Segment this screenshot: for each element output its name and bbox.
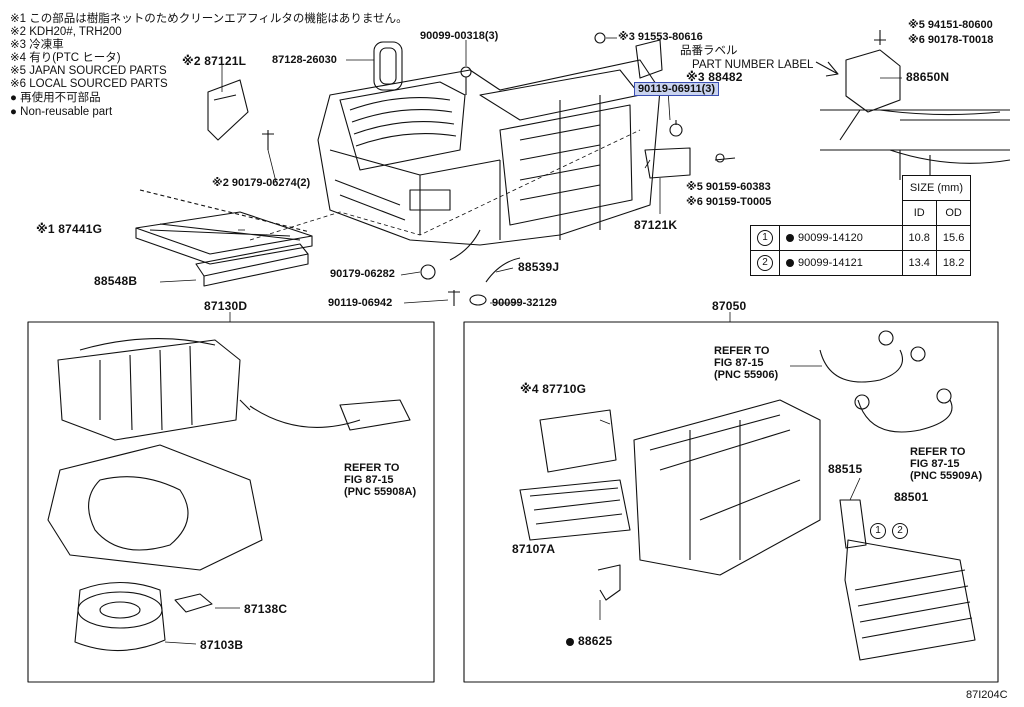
refer-55908a-line1: REFER TO <box>344 462 400 474</box>
note-4: ※4 有り(PTC ヒータ) <box>10 52 121 64</box>
part-88625-label[interactable]: 88625 <box>566 634 612 648</box>
note-2: ※2 KDH20#, TRH200 <box>10 26 122 38</box>
part-90179-06282-label[interactable]: 90179-06282 <box>330 268 395 280</box>
part-87103b-label[interactable]: 87103B <box>200 638 244 652</box>
size-row-od: 15.6 <box>935 225 972 251</box>
part-90119-06911-label[interactable]: 90119-06911(3) <box>634 82 720 96</box>
circle-1-text: 1 <box>870 523 886 539</box>
part-88539j-label[interactable]: 88539J <box>518 260 560 274</box>
part-90159-60383-label[interactable]: ※5 90159-60383 <box>686 181 771 193</box>
part-90119-06942-label[interactable]: 90119-06942 <box>328 297 393 309</box>
figure-code: 87I204C <box>966 689 1008 701</box>
hinban-label: 品番ラベル <box>680 45 738 57</box>
part-87107a-label[interactable]: 87107A <box>512 542 556 556</box>
size-row-id: 13.4 <box>901 250 937 276</box>
size-row-part[interactable]: 90099-14121 <box>798 257 863 269</box>
size-row: 2 90099-14121 13.4 18.2 <box>750 250 972 276</box>
part-87441g-label[interactable]: ※1 87441G <box>36 222 103 236</box>
non-reusable-dot <box>566 637 574 646</box>
part-88548b-label[interactable]: 88548B <box>94 274 138 288</box>
refer-55909a-line1: REFER TO <box>910 446 966 458</box>
size-row-od: 18.2 <box>935 250 972 276</box>
circle-2-text: 2 <box>892 523 908 539</box>
size-col-id: ID <box>901 200 937 226</box>
part-90178-label[interactable]: ※6 90178-T0018 <box>908 34 994 46</box>
heater-case-assembly <box>519 330 976 661</box>
part-94151-label[interactable]: ※5 94151-80600 <box>908 19 993 31</box>
refer-55908a[interactable]: REFER TO FIG 87-15 (PNC 55908A) <box>344 462 416 498</box>
note-3: ※3 冷凍車 <box>10 39 64 51</box>
size-table: SIZE (mm) ID OD 1 90099-14120 10.8 15.6 … <box>750 175 972 276</box>
note-8: ● Non-reusable part <box>10 106 113 118</box>
size-row-part[interactable]: 90099-14120 <box>798 232 863 244</box>
box-87050-frame <box>463 321 999 683</box>
part-88650n-label[interactable]: 88650N <box>906 70 950 84</box>
leader-lines <box>159 37 902 304</box>
upper-hvac-assembly <box>317 59 661 261</box>
refer-55906-line2: FIG 87-15 <box>714 357 764 369</box>
refer-55909a-line3: (PNC 55909A) <box>910 470 983 482</box>
size-row-num: 1 <box>757 230 773 246</box>
part-88515-label[interactable]: 88515 <box>828 462 863 476</box>
part-88501-label[interactable]: 88501 <box>894 490 929 504</box>
part-87128-label[interactable]: 87128-26030 <box>272 54 337 66</box>
refer-55909a-line2: FIG 87-15 <box>910 458 960 470</box>
size-row-id: 10.8 <box>901 225 937 251</box>
part-87710g-label[interactable]: ※4 87710G <box>520 382 587 396</box>
note-7: ● 再使用不可部品 <box>10 92 101 104</box>
part-87121l-label[interactable]: ※2 87121L <box>182 54 247 68</box>
part-87050-label[interactable]: 87050 <box>712 299 747 313</box>
size-row-num: 2 <box>757 255 773 271</box>
part-90099-00318-label[interactable]: 90099-00318(3) <box>420 30 499 42</box>
part-90179-06274-label[interactable]: ※2 90179-06274(2) <box>212 177 311 189</box>
refer-55908a-line2: FIG 87-15 <box>344 474 394 486</box>
part-91553-label[interactable]: ※3 91553-80616 <box>618 31 703 43</box>
part-88625-text: 88625 <box>578 634 613 648</box>
note-1: ※1 この部品は樹脂ネットのためクリーンエアフィルタの機能はありません。 <box>10 13 408 25</box>
note-5: ※5 JAPAN SOURCED PARTS <box>10 65 167 77</box>
filters <box>135 189 313 287</box>
size-header: SIZE (mm) <box>901 175 972 201</box>
size-col-od: OD <box>935 200 972 226</box>
size-row: 1 90099-14120 10.8 15.6 <box>750 225 972 251</box>
circle-1-marker: 1 <box>870 520 886 539</box>
amplifier-and-frame <box>815 49 1011 180</box>
non-reusable-dot <box>786 259 794 268</box>
refer-55909a[interactable]: REFER TO FIG 87-15 (PNC 55909A) <box>910 446 982 482</box>
note-6: ※6 LOCAL SOURCED PARTS <box>10 78 168 90</box>
refer-55908a-line3: (PNC 55908A) <box>344 486 417 498</box>
part-87130d-label[interactable]: 87130D <box>204 299 248 313</box>
dashed-link <box>249 129 641 241</box>
refer-55906-line1: REFER TO <box>714 345 770 357</box>
part-87121k-label[interactable]: 87121K <box>634 218 678 232</box>
circle-2-marker: 2 <box>892 520 908 539</box>
part-88482-label[interactable]: ※3 88482 <box>686 70 743 84</box>
part-87138c-label[interactable]: 87138C <box>244 602 288 616</box>
part-90099-32129-label[interactable]: 90099-32129 <box>492 297 557 309</box>
refer-55906[interactable]: REFER TO FIG 87-15 (PNC 55906) <box>714 345 778 381</box>
non-reusable-dot <box>786 234 794 243</box>
blower-assembly <box>47 338 411 652</box>
top-small-parts <box>207 30 886 179</box>
part-90159-t0005-label[interactable]: ※6 90159-T0005 <box>686 196 772 208</box>
lower-small-parts <box>420 257 521 306</box>
box-87130d-frame <box>27 321 435 683</box>
part-number-label-text: PART NUMBER LABEL <box>692 59 814 71</box>
refer-55906-line3: (PNC 55906) <box>714 369 779 381</box>
